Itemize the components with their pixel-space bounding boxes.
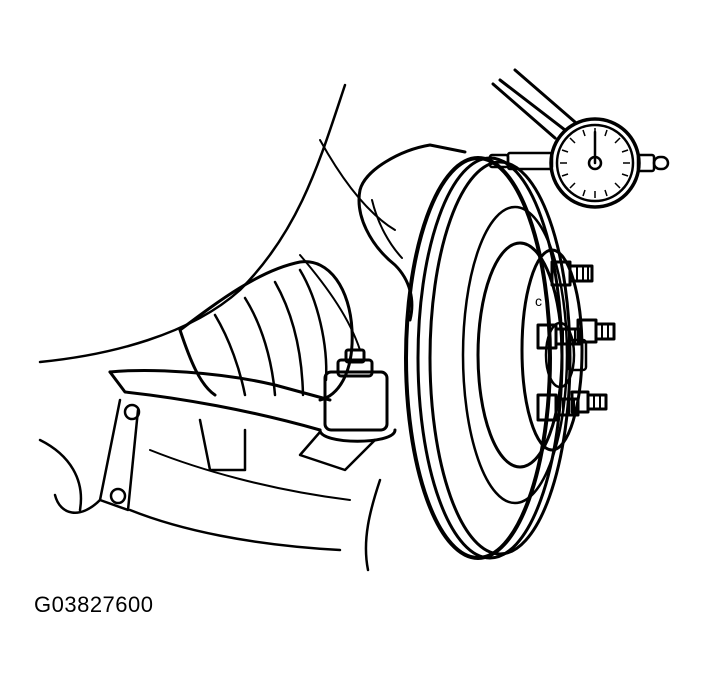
tie-rod-end bbox=[298, 348, 397, 472]
wheel-stud bbox=[570, 390, 608, 414]
fender-outline bbox=[38, 83, 396, 364]
wheel-stud bbox=[550, 260, 594, 287]
wheel-hub: c bbox=[476, 241, 588, 469]
figure-code-label: G03827600 bbox=[34, 592, 154, 617]
lower-arm bbox=[38, 369, 351, 552]
wheel-stud bbox=[536, 323, 582, 350]
wheel-stud bbox=[536, 393, 580, 422]
cv-joint-boot bbox=[178, 260, 354, 402]
dial-indicator bbox=[488, 68, 670, 209]
wheel-studs bbox=[536, 260, 616, 422]
wheel-stud bbox=[576, 318, 616, 344]
steering-knuckle bbox=[357, 143, 467, 572]
dial-tick-marks bbox=[560, 128, 630, 198]
gauge-mark: c bbox=[535, 293, 542, 309]
